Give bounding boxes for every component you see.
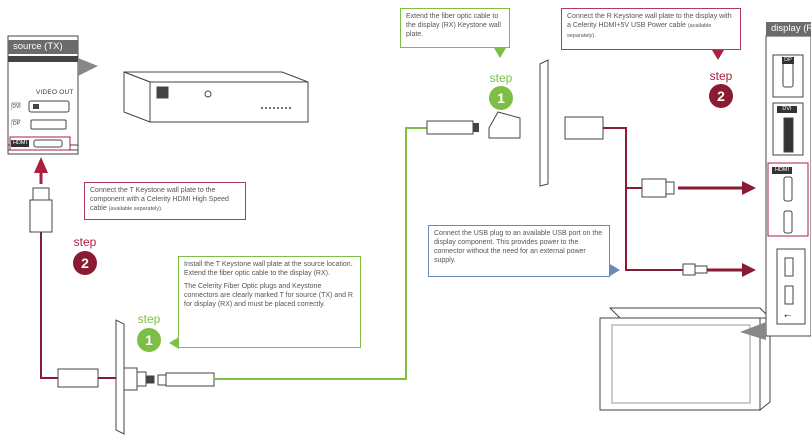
display-step-2-note: (available separately). — [567, 23, 712, 39]
source-step-2-text: Connect the T Keystone wall plate to the… — [90, 187, 229, 212]
display-wall-plate — [488, 59, 549, 187]
source-port-dp-tag: DP — [12, 121, 21, 128]
display-step-2-text: Connect the R Keystone wall plate to the… — [567, 13, 732, 29]
usb-note-pointer — [610, 264, 620, 276]
source-step-2-box: Connect the T Keystone wall plate to the… — [84, 182, 246, 220]
display-step-1-text: Extend the fiber optic cable to the disp… — [406, 13, 501, 38]
source-step-1-box: Install the T Keystone wall plate at the… — [178, 256, 361, 348]
display-step-2-pointer — [712, 50, 724, 60]
display-step-1-label: step — [489, 71, 513, 85]
source-wall-plate — [115, 319, 155, 435]
display-step-1-box: Extend the fiber optic cable to the disp… — [400, 8, 510, 48]
display-device-panel — [740, 35, 811, 340]
source-port-hdmi-tag: HDMI — [11, 140, 29, 147]
source-hdmi-cable — [40, 232, 116, 379]
usb-power-note-box: Connect the USB plug to an available USB… — [428, 225, 610, 277]
source-step-1-text-1: Install the T Keystone wall plate at the… — [184, 261, 353, 277]
display-port-dp-tag: DP — [782, 57, 794, 64]
fiber-optic-cable — [214, 127, 427, 380]
source-step-1-text-2: The Celerity Fiber Optic plugs and Keyst… — [184, 283, 353, 308]
display-port-dvi-tag: DVI — [777, 106, 797, 113]
source-port-dvi-tag: DVI — [12, 104, 21, 111]
display-step-2-badge: 2 — [709, 84, 733, 108]
display-step-2-box: Connect the R Keystone wall plate to the… — [561, 8, 741, 50]
source-step-2-badge: 2 — [73, 251, 97, 275]
usb-power-note-text: Connect the USB plug to an available USB… — [434, 230, 603, 264]
display-step-2-label: step — [709, 69, 733, 83]
source-step-1-label: step — [137, 312, 161, 326]
source-panel-title: source (TX) — [8, 40, 78, 54]
source-step-2-note: (available separately). — [108, 206, 163, 212]
display-monitor — [599, 307, 772, 412]
display-step-1-badge: 1 — [489, 86, 513, 110]
video-out-label: VIDEO OUT — [36, 89, 74, 96]
display-step-1-pointer — [494, 48, 506, 58]
source-component — [123, 71, 309, 123]
usb-symbol-icon: ⭠ — [784, 310, 792, 320]
display-port-hdmi-tag: HDMI — [772, 167, 792, 174]
source-step-1-pointer — [169, 337, 179, 349]
source-step-2-label: step — [73, 235, 97, 249]
display-panel-title: display (RX) — [766, 22, 811, 36]
source-step-1-badge: 1 — [137, 328, 161, 352]
